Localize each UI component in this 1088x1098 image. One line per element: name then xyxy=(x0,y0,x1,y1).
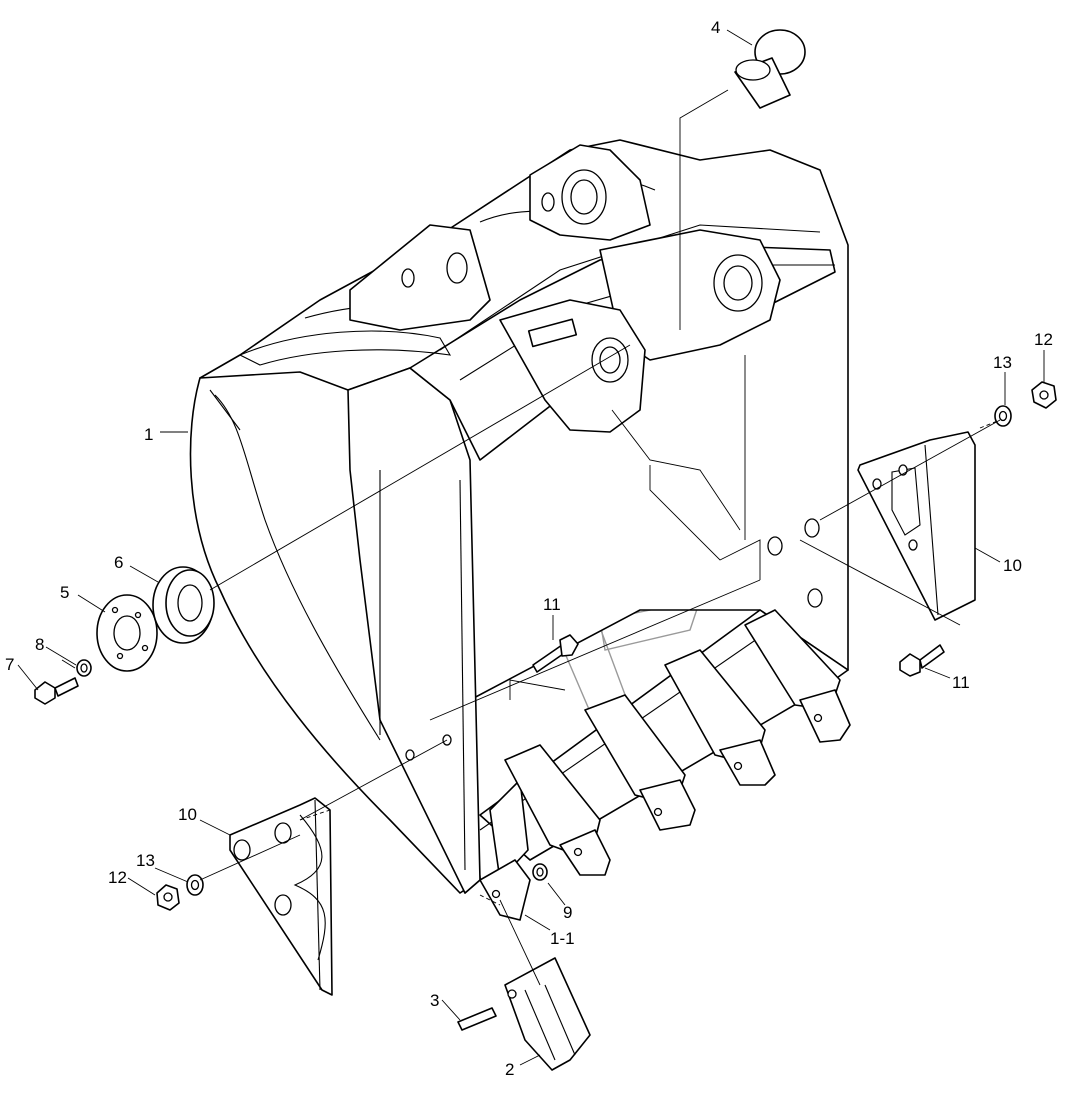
bushing xyxy=(734,29,806,109)
callout-11-right: 11 xyxy=(952,673,970,692)
callout-8: 8 xyxy=(35,635,44,654)
teeth-row xyxy=(479,609,851,921)
callout-6: 6 xyxy=(114,553,123,572)
callout-10-left: 10 xyxy=(178,805,197,824)
tooth-tip xyxy=(504,957,591,1071)
washer-right xyxy=(994,405,1012,427)
callout-12-left: 12 xyxy=(108,868,127,887)
callout-3: 3 xyxy=(430,991,439,1010)
pin xyxy=(457,1007,497,1031)
callout-11-center: 11 xyxy=(543,595,561,614)
callout-10-right: 10 xyxy=(1003,556,1022,575)
callout-7: 7 xyxy=(5,655,14,674)
callout-1: 1 xyxy=(144,425,153,444)
callout-4: 4 xyxy=(711,18,720,37)
bolt-right xyxy=(899,644,945,677)
side-cutter-left xyxy=(229,797,333,996)
callout-labels: 1 1-1 2 3 4 5 6 7 8 9 10 10 11 11 12 12 … xyxy=(5,18,1053,1079)
washer-center xyxy=(532,863,548,881)
assembly-lines xyxy=(61,89,1001,986)
callout-13-right: 13 xyxy=(993,353,1012,372)
bolt-left xyxy=(34,677,79,705)
callout-leaders xyxy=(17,29,1045,1066)
bolt-center xyxy=(532,634,579,673)
callout-12-right: 12 xyxy=(1034,330,1053,349)
shim-plate xyxy=(96,594,158,672)
callout-1-1: 1-1 xyxy=(550,929,575,948)
nut-right xyxy=(1031,381,1057,409)
nut-left xyxy=(156,884,180,911)
boss-ring xyxy=(152,566,215,644)
callout-2: 2 xyxy=(505,1060,514,1079)
washer-left xyxy=(76,659,92,677)
side-cutter-right xyxy=(857,431,976,621)
callout-5: 5 xyxy=(60,583,69,602)
washer-left-lower xyxy=(186,874,204,896)
callout-9: 9 xyxy=(563,903,572,922)
callout-13-left: 13 xyxy=(136,851,155,870)
